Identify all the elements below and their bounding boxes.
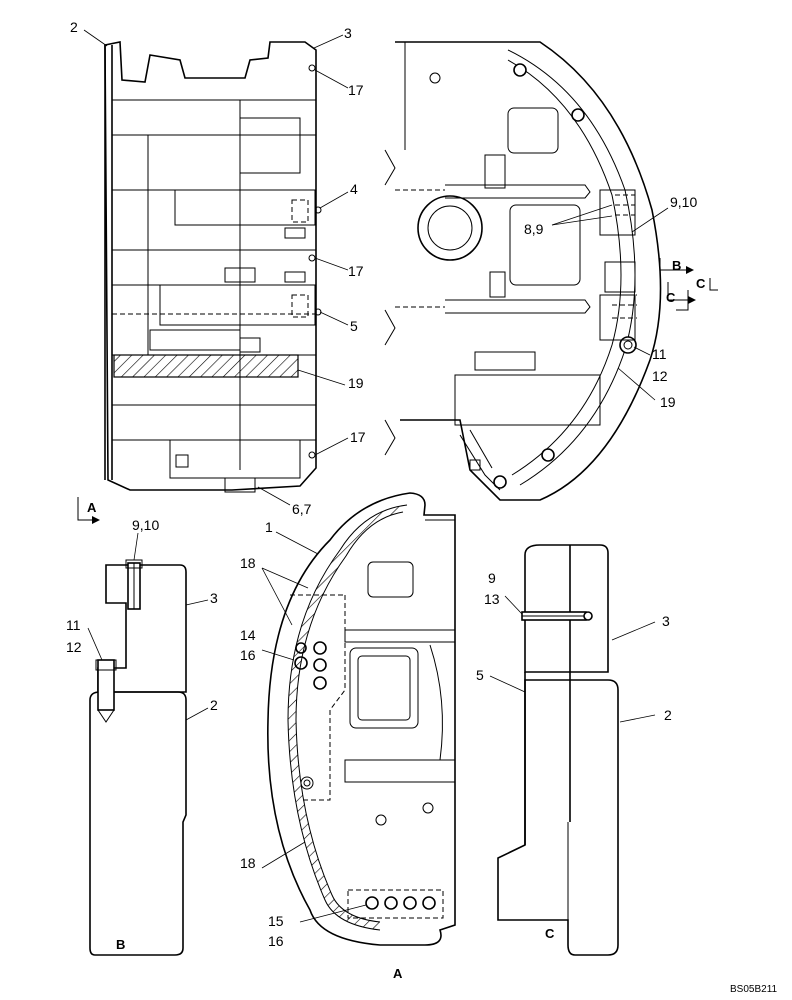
callout-8-9: 8,9 [524,221,544,237]
top-view-top-right [384,41,718,501]
view-arrow-b-label: B [672,258,681,273]
callout-1: 1 [265,519,273,535]
callout-3-b: 3 [210,590,218,606]
callout-3-c: 3 [662,613,670,629]
callout-19-left: 19 [348,375,364,391]
callout-19-right: 19 [660,394,676,410]
drawing-code: BS05B211 [730,984,778,995]
callout-16-mid: 16 [240,647,256,663]
callout-2-top: 2 [70,19,78,35]
view-b-leaders [87,532,209,721]
callout-11-right: 11 [652,346,667,362]
callout-18-top: 18 [240,555,256,571]
callout-6-7: 6,7 [292,501,312,517]
callout-2-b: 2 [210,697,218,713]
callout-12-right: 12 [652,368,668,384]
view-a [267,492,456,946]
callout-17-mid: 17 [348,263,364,279]
view-b [89,559,187,956]
callout-2-c: 2 [664,707,672,723]
callout-3-top: 3 [344,25,352,41]
callout-14: 14 [240,627,256,643]
view-caption-b: B [116,937,125,952]
view-c-leaders [489,595,656,723]
callout-5: 5 [350,318,358,334]
callout-9-10-right: 9,10 [670,194,697,210]
view-arrow-c1-label: C [696,276,706,291]
callout-17-bot: 17 [350,429,366,445]
view-caption-a: A [393,966,403,981]
view-arrow-a-label: A [87,500,97,515]
callout-16-bot: 16 [268,933,284,949]
view-a-leaders [261,531,367,923]
callout-12-b: 12 [66,639,82,655]
callout-9-c: 9 [488,570,496,586]
view-c [497,544,619,956]
callout-4: 4 [350,181,358,197]
callout-17-top: 17 [348,82,364,98]
callout-5-c: 5 [476,667,484,683]
top-left-leaders [83,29,349,506]
view-caption-c: C [545,926,555,941]
callout-13-c: 13 [484,591,500,607]
callout-18-bot: 18 [240,855,256,871]
callout-9-10-b: 9,10 [132,517,159,533]
callout-11-b: 11 [66,617,81,633]
callout-15: 15 [268,913,284,929]
top-right-leaders [551,204,669,401]
side-view-top-left [77,41,322,524]
view-arrow-c2-label: C [666,290,676,305]
